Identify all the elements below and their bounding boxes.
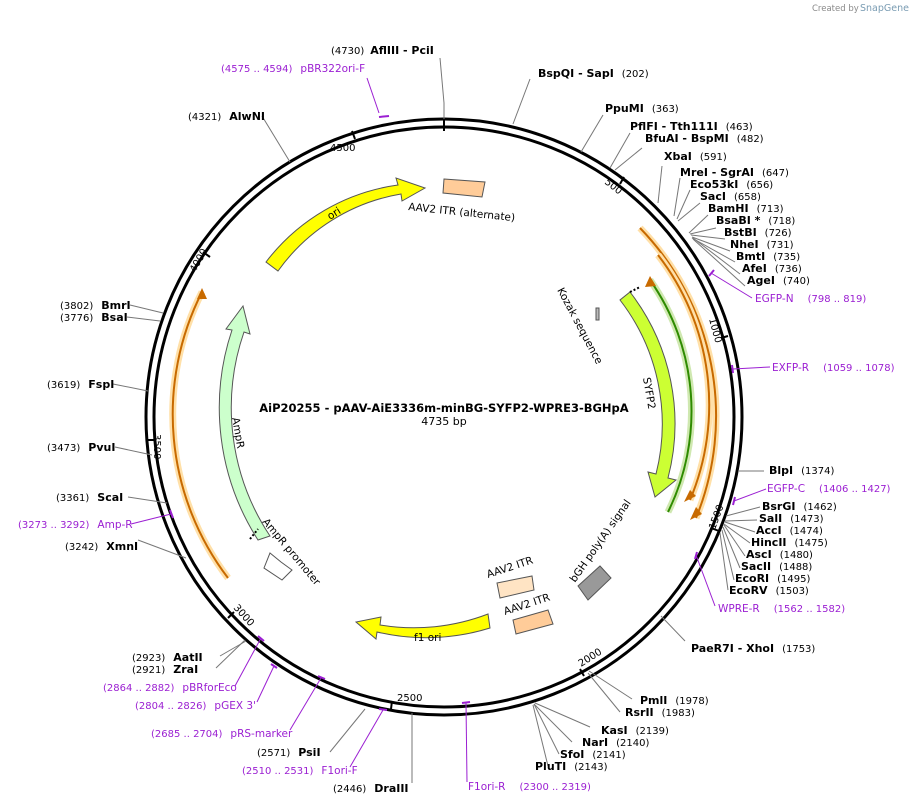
enzyme-psii: (2571)PsiI [257, 746, 321, 759]
syfp2-start-marker [629, 286, 641, 293]
primer-prs-marker: (2685 .. 2704)pRS-marker [151, 728, 293, 740]
snapgene-logo: SnapGene [860, 3, 909, 14]
primer-pbrforeco: (2864 .. 2882)pBRforEco [103, 682, 237, 694]
enzyme-bmti: BmtI(735) [736, 250, 800, 263]
enzyme-bsabi: BsaBI *(718) [716, 214, 795, 227]
itr-feature-1[interactable] [496, 575, 535, 599]
enzyme-pvui: (3473)PvuI [47, 441, 115, 454]
primer-exfp-r: EXFP-R(1059 .. 1078) [772, 362, 895, 374]
enzyme-hincii: HincII(1475) [751, 536, 828, 549]
syfp2-label: SYFP2 [640, 376, 657, 410]
enzyme-rsrii: RsrII(1983) [625, 706, 695, 719]
enzyme-asci: AscI(1480) [746, 548, 813, 561]
kozak-feature[interactable] [595, 307, 600, 321]
enzyme-aflIII-pciI: (4730)AflIII - PciI [331, 44, 434, 57]
enzyme-bstbi: BstBI(726) [724, 226, 792, 239]
enzyme-bamhi: BamHI(713) [708, 202, 784, 215]
primer-wpre-r: WPRE-R(1562 .. 1582) [718, 603, 845, 615]
tick-4500: 4500 [330, 143, 355, 154]
enzyme-mrei-sgrai: MreI - SgrAI(647) [680, 166, 789, 179]
enzyme-alwni: (4321)AlwNI [188, 110, 265, 123]
map-title: AiP20255 - pAAV-AiE3336m-minBG-SYFP2-WPR… [259, 401, 629, 415]
enzyme-sali: SalI(1473) [759, 512, 824, 525]
enzyme-bsrgi: BsrGI(1462) [762, 500, 837, 513]
ampr-label: AmpR [229, 416, 246, 449]
ampr-promoter-label: AmpR promoter [260, 516, 323, 588]
leader-lines [112, 57, 764, 783]
itr-feature-2[interactable] [512, 609, 554, 635]
primer-egfp-c: EGFP-C(1406 .. 1427) [767, 483, 891, 495]
enzyme-sfoi: SfoI(2141) [560, 748, 626, 761]
enzyme-scai: (3361)ScaI [56, 491, 123, 504]
primer-f1ori-f: (2510 .. 2531)F1ori-F [242, 765, 358, 777]
enzyme-bspqi-sapi: BspQI - SapI(202) [538, 67, 649, 80]
enzyme-xmni: (3242)XmnI [65, 540, 138, 553]
primer-egfp-n: EGFP-N(798 .. 819) [755, 293, 866, 305]
enzyme-aatii: (2923)AatII [132, 651, 203, 664]
enzyme-paer7i-xhoi: PaeR7I - XhoI(1753) [691, 642, 815, 655]
kozak-label: Kozak sequence [554, 286, 604, 366]
orf-arrowheads [197, 276, 702, 520]
f1-ori-feature[interactable] [354, 613, 491, 640]
enzyme-bmri: (3802)BmrI [60, 299, 131, 312]
enzyme-fspi: (3619)FspI [47, 378, 114, 391]
enzyme-nari: NarI(2140) [582, 736, 650, 749]
bgh-polya-feature[interactable] [577, 565, 612, 601]
tick-2500: 2500 [397, 693, 422, 704]
enzyme-pmli: PmlI(1978) [640, 694, 709, 707]
itr-alternate-label: AAV2 ITR (alternate) [408, 201, 516, 224]
primer-pgex-3: (2804 .. 2826)pGEX 3' [135, 700, 256, 712]
enzyme-acci: AccI(1474) [756, 524, 823, 537]
enzyme-bsai: (3776)BsaI [60, 311, 128, 324]
primer-amp-r: (3273 .. 3292)Amp-R [18, 519, 133, 531]
enzyme-sacii: SacII(1488) [741, 560, 812, 573]
enzyme-bfuai-bspmi: BfuAI - BspMI(482) [645, 132, 764, 145]
enzyme-nhei: NheI(731) [730, 238, 794, 251]
syfp2-feature[interactable] [619, 291, 678, 498]
primer-f1ori-r: F1ori-R(2300 .. 2319) [468, 781, 591, 793]
itr-alternate-feature[interactable] [442, 178, 486, 198]
enzyme-pflfi-tth111i: PflFI - Tth111I(463) [630, 120, 753, 133]
enzyme-ecori: EcoRI(1495) [735, 572, 811, 585]
orf-arcs [169, 225, 720, 581]
enzyme-eco53ki: Eco53kI(656) [690, 178, 773, 191]
enzyme-xbai: XbaI(591) [664, 150, 727, 163]
ori-feature[interactable] [265, 177, 427, 272]
enzyme-ecorv: EcoRV(1503) [729, 584, 809, 597]
ampr-promoter-feature[interactable] [263, 552, 293, 581]
enzyme-agei: AgeI(740) [747, 274, 810, 287]
f1-ori-label: f1 ori [414, 632, 441, 644]
enzyme-zrai: (2921)ZraI [132, 663, 198, 676]
primer-pbr322ori-f: (4575 .. 4594)pBR322ori-F [221, 63, 365, 75]
primer-leader-lines [130, 77, 771, 783]
enzyme-saci: SacI(658) [700, 190, 761, 203]
ruler-ticks [148, 130, 729, 710]
enzyme-pluti: PluTI(2143) [535, 760, 608, 773]
enzyme-draiii: (2446)DraIII [333, 782, 409, 795]
created-by-text: Created by [812, 4, 859, 14]
enzyme-blpi: BlpI(1374) [769, 464, 834, 477]
enzyme-kasi: KasI(2139) [601, 724, 669, 737]
map-length: 4735 bp [421, 415, 466, 428]
tick-500: 500 [602, 177, 624, 197]
enzyme-ppumi: PpuMI(363) [605, 102, 679, 115]
enzyme-afei: AfeI(736) [742, 262, 802, 275]
tick-3500: 3500 [151, 434, 162, 459]
ampr-feature[interactable] [218, 304, 271, 541]
